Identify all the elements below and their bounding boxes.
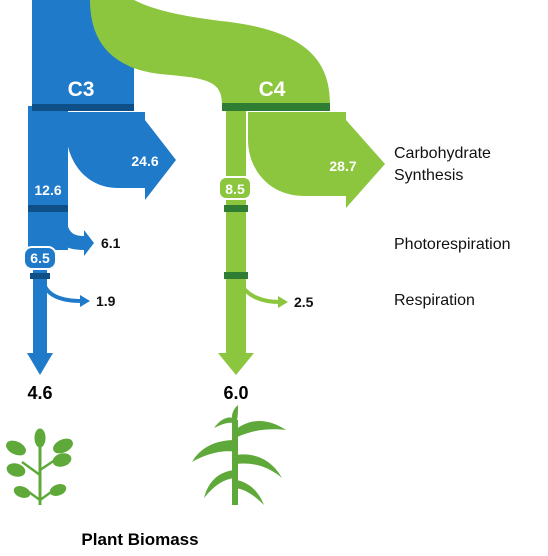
corn-plant-icon xyxy=(192,405,286,505)
c4-respiration-arrow xyxy=(238,281,281,304)
c3-carbohydrate-value: 24.6 xyxy=(131,153,158,169)
c3-separator-low xyxy=(30,273,50,279)
c4-biomass-value: 6.0 xyxy=(223,383,248,403)
c3-after-photorespiration-badge xyxy=(23,246,57,270)
c4-respiration-arrowhead xyxy=(278,296,288,308)
c3-after-photorespiration-value: 6.5 xyxy=(30,250,50,266)
c4-swoosh xyxy=(90,0,330,104)
photorespiration-label: Photorespiration xyxy=(394,236,511,253)
c3-respiration-value: 1.9 xyxy=(96,293,116,309)
c4-carbohydrate-value: 28.7 xyxy=(329,158,356,174)
c3-label: C3 xyxy=(68,78,95,101)
c4-flow xyxy=(90,0,385,375)
c3-after-synthesis-value: 12.6 xyxy=(34,182,61,198)
c4-respiration-value: 2.5 xyxy=(294,294,314,310)
c3-biomass-value: 4.6 xyxy=(27,383,52,403)
plant-biomass-footer: Plant Biomass xyxy=(81,530,198,549)
c4-separator-mid xyxy=(224,205,248,212)
c4-after-synthesis-badge xyxy=(218,176,252,200)
c3-photorespiration-value: 6.1 xyxy=(101,235,121,251)
c4-label: C4 xyxy=(259,78,286,101)
c3-separator-top xyxy=(32,104,134,111)
c3-photorespiration-arrow xyxy=(50,210,94,256)
c4-carbohydrate-arrow xyxy=(248,112,385,208)
c3-narrow-trunk xyxy=(27,250,53,375)
carbohydrate-synthesis-label-line1: Carbohydrate xyxy=(394,145,491,162)
c3-respiration-arrow xyxy=(42,283,83,303)
c3-carbohydrate-arrow xyxy=(66,112,176,200)
c4-lower-trunk xyxy=(218,104,254,375)
c4-separator-top xyxy=(222,103,330,111)
carbohydrate-synthesis-label-line2: Synthesis xyxy=(394,167,463,184)
c3-respiration-arrowhead xyxy=(80,295,90,307)
c4-after-synthesis-value: 8.5 xyxy=(225,181,245,197)
c3-separator-mid xyxy=(28,205,68,212)
sprout-icon xyxy=(6,428,73,505)
respiration-label: Respiration xyxy=(394,292,475,309)
c4-separator-low xyxy=(224,272,248,279)
